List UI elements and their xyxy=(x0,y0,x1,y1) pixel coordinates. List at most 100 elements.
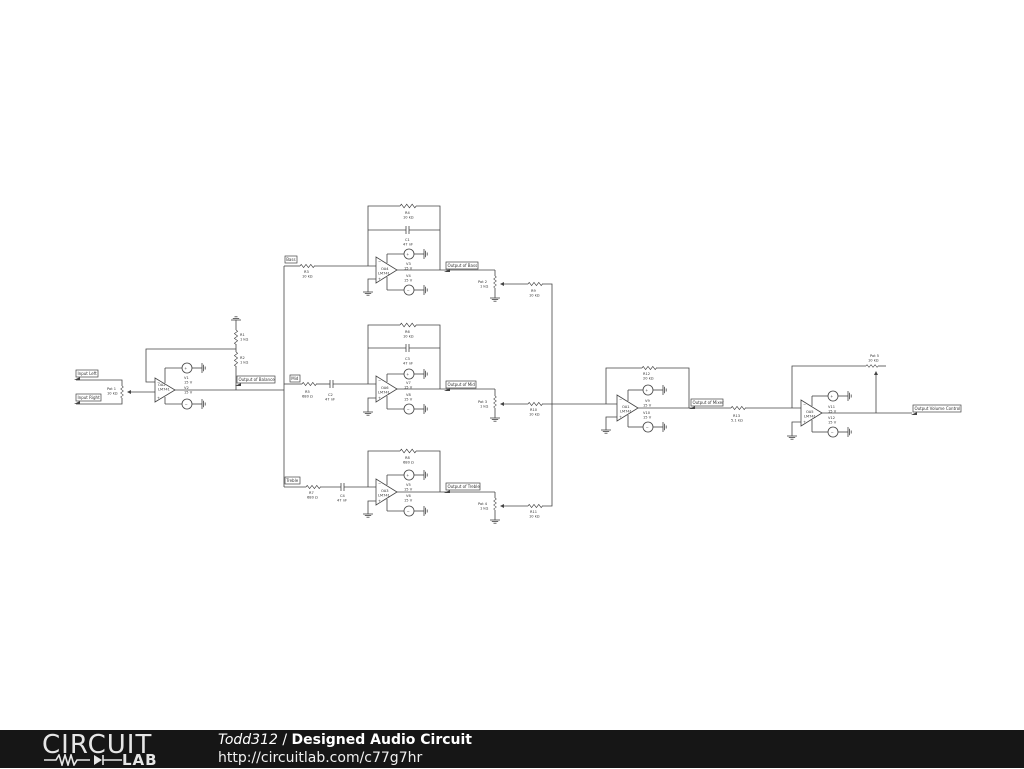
r10-name: R10 xyxy=(530,408,538,412)
resistor-r7: R7 680 Ω xyxy=(305,485,321,500)
resistor-r8: R8 680 Ω xyxy=(399,448,417,465)
node-output-mixer: Output of Mixer xyxy=(689,398,724,409)
r9-value: 10 kΩ xyxy=(529,294,540,298)
node-bass-label: Bass xyxy=(286,257,295,262)
r1-name: R1 xyxy=(240,333,245,337)
circuit-credit: Todd312 / Designed Audio Circuit http://… xyxy=(218,731,472,767)
c1-value: 47 nF xyxy=(403,243,413,247)
node-output-treble-label: Output of Treble xyxy=(448,484,481,489)
v12-symbol: − xyxy=(831,431,834,435)
v10-symbol: − xyxy=(646,426,649,430)
r2-name: R2 xyxy=(240,356,245,360)
oa4-name: OA4 xyxy=(381,267,389,271)
pot-2-value: 1 kΩ xyxy=(480,285,489,289)
node-output-mid: Output of Mid xyxy=(444,380,477,391)
v7-symbol: + xyxy=(406,373,409,377)
r7-value: 680 Ω xyxy=(307,496,318,500)
circuit-url[interactable]: http://circuitlab.com/c77g7hr xyxy=(218,750,423,766)
pot-5: Pot 5 10 kΩ xyxy=(865,354,879,375)
node-output-bass: Output of Bass xyxy=(444,261,479,272)
r5-name: R5 xyxy=(305,390,310,394)
capacitor-c2: C2 47 nF xyxy=(325,380,335,402)
oa6-plus: + xyxy=(378,396,381,400)
c2-name: C2 xyxy=(328,393,333,397)
v10-value: 15 V xyxy=(643,416,652,420)
v4-symbol: − xyxy=(407,289,410,293)
v9-symbol: + xyxy=(645,389,648,393)
v3-name: V3 xyxy=(406,262,411,266)
capacitor-c3: C3 47 nF xyxy=(403,344,413,366)
oa2-name: OA2 xyxy=(158,383,166,387)
v7-value: 15 V xyxy=(404,386,413,390)
r6-name: R6 xyxy=(405,330,410,334)
circuitlab-logo[interactable]: CIRCUIT LAB xyxy=(42,732,178,769)
oa2-plus: + xyxy=(157,396,160,400)
v1-name: V1 xyxy=(184,376,189,380)
source-v4: − V4 15 V xyxy=(403,274,415,296)
v9-name: V9 xyxy=(645,399,650,403)
node-treble-label: Treble xyxy=(285,478,299,483)
v6-name: V6 xyxy=(406,494,411,498)
r4-value: 10 kΩ xyxy=(403,216,414,220)
v1-value: 15 V xyxy=(184,381,193,385)
v10-name: V10 xyxy=(643,411,651,415)
oa5-minus: − xyxy=(803,403,806,407)
v11-symbol: + xyxy=(830,395,833,399)
source-v9: + V9 15 V xyxy=(642,384,654,408)
node-input-right-label: Input Right xyxy=(78,395,101,400)
r9-name: R9 xyxy=(531,289,536,293)
v2-value: 15 V xyxy=(184,391,193,395)
opamp-oa1: − + OA1 LM741 xyxy=(616,394,639,422)
v11-name: V11 xyxy=(828,405,835,409)
balance-stage: Input Left Input Right Pot 1 10 kΩ − + O… xyxy=(74,316,284,410)
pot-5-name: Pot 5 xyxy=(870,354,879,358)
opamp-oa4: − + OA4 LM741 xyxy=(375,256,398,284)
v7-name: V7 xyxy=(406,381,411,385)
c2-value: 47 nF xyxy=(325,398,335,402)
r11-name: R11 xyxy=(530,510,537,514)
v6-symbol: − xyxy=(407,510,410,514)
resistor-r11: R11 10 kΩ xyxy=(527,504,543,519)
r7-name: R7 xyxy=(309,491,314,495)
source-v11: + V11 15 V xyxy=(827,390,839,414)
opamp-oa6: − + OA6 LM741 xyxy=(375,375,398,403)
volume-stage: Pot 5 10 kΩ − + OA5 LM741 + V11 15 V − V… xyxy=(786,354,962,440)
r6-value: 10 kΩ xyxy=(403,335,414,339)
v11-value: 15 V xyxy=(828,410,837,414)
source-v5: + V5 15 V xyxy=(403,469,415,492)
resistor-r3: R3 10 kΩ xyxy=(299,264,315,279)
oa6-name: OA6 xyxy=(381,386,389,390)
pot-4: Pot 4 1 kΩ xyxy=(478,497,504,511)
r12-value: 20 kΩ xyxy=(643,377,654,381)
oa1-name: OA1 xyxy=(622,405,630,409)
r1-value: 1 kΩ xyxy=(240,338,249,342)
author-name[interactable]: Todd312 xyxy=(218,732,278,748)
oa2-part: LM741 xyxy=(158,388,170,392)
pot-3-value: 1 kΩ xyxy=(480,405,489,409)
credit-title-line: Todd312 / Designed Audio Circuit xyxy=(218,731,472,749)
node-output-bass-label: Output of Bass xyxy=(448,263,478,268)
v2-symbol: − xyxy=(185,403,188,407)
r12-name: R12 xyxy=(643,372,650,376)
oa1-plus: + xyxy=(619,415,622,419)
r11-value: 10 kΩ xyxy=(529,515,540,519)
bass-stage: R3 10 kΩ R4 10 kΩ C1 47 nF − + OA4 LM741 xyxy=(299,203,553,404)
node-mid: Mid xyxy=(289,374,301,383)
oa6-part: LM741 xyxy=(378,391,390,395)
oa3-part: LM741 xyxy=(378,494,390,498)
pot-3: Pot 3 1 kΩ xyxy=(478,395,504,409)
r8-name: R8 xyxy=(405,456,410,460)
v8-symbol: − xyxy=(407,408,410,412)
capacitor-c4: C4 47 nF xyxy=(337,483,347,503)
r4-name: R4 xyxy=(405,211,410,215)
opamp-oa5: − + OA5 LM741 xyxy=(800,399,823,427)
r3-name: R3 xyxy=(304,270,309,274)
resistor-r13: R13 5.1 kΩ xyxy=(730,406,746,423)
capacitor-c1: C1 47 nF xyxy=(403,226,413,247)
resistor-r4: R4 10 kΩ xyxy=(399,203,417,220)
r3-value: 10 kΩ xyxy=(302,275,313,279)
pot-2-name: Pot 2 xyxy=(478,280,487,284)
node-output-volume-label: Output Volume Control xyxy=(915,406,961,411)
oa3-minus: − xyxy=(378,482,381,486)
source-v7: + V7 15 V xyxy=(403,368,415,390)
